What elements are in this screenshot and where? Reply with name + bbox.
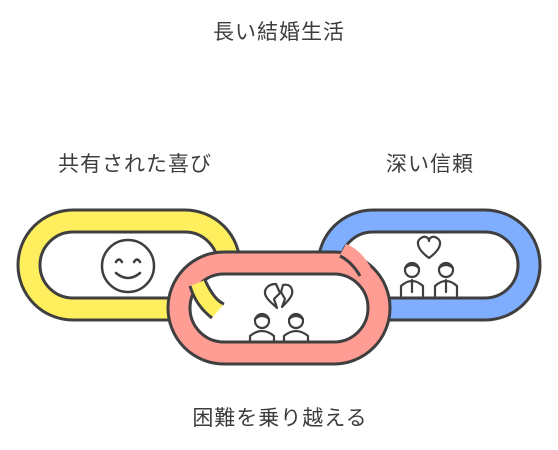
label-shared-joy: 共有された喜び (58, 152, 212, 176)
diagram-title: 長い結婚生活 (213, 20, 345, 44)
smiley-face-icon (100, 238, 156, 294)
chain-link-pink (166, 250, 392, 366)
label-overcoming-difficulties: 困難を乗り越える (192, 406, 368, 430)
label-deep-trust: 深い信頼 (386, 152, 474, 176)
couple-with-heart-icon (399, 235, 459, 298)
couple-with-broken-heart-icon (248, 282, 310, 344)
